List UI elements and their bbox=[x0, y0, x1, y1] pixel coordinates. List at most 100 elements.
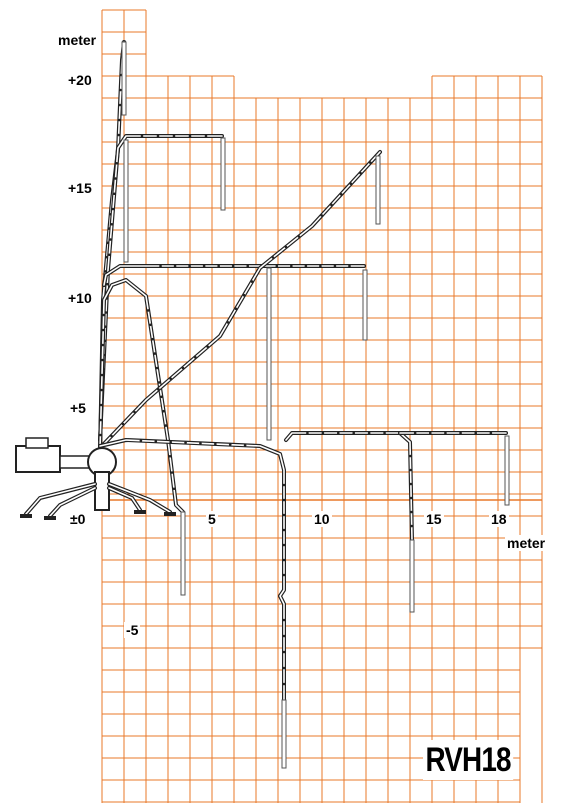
end-hose-low-left bbox=[180, 511, 186, 596]
boom-clamp bbox=[282, 543, 286, 547]
boom-clamp bbox=[99, 433, 102, 437]
boom-clamp bbox=[164, 424, 168, 427]
boom-clamp bbox=[99, 418, 103, 422]
model-name: RVH18 bbox=[423, 740, 514, 780]
boom-clamp bbox=[383, 431, 386, 435]
boom-clamp bbox=[140, 134, 144, 138]
boom-clamp bbox=[352, 431, 356, 435]
boom-clamp bbox=[181, 366, 185, 370]
boom-clamp bbox=[162, 409, 165, 413]
boom-clamp bbox=[118, 118, 121, 122]
boom-clamp bbox=[188, 264, 191, 268]
outrigger-foot bbox=[134, 510, 146, 514]
boom-clamp bbox=[282, 498, 286, 502]
boom-clamp bbox=[413, 431, 417, 435]
boom-clamp bbox=[282, 650, 286, 654]
boom-clamp bbox=[282, 528, 286, 532]
boom-clamp bbox=[226, 321, 230, 324]
boom-clamp bbox=[349, 182, 353, 186]
boom-clamp bbox=[106, 282, 109, 286]
x-unit-label: meter bbox=[505, 535, 548, 551]
boom-clamp bbox=[102, 313, 105, 317]
boom-clamp bbox=[474, 431, 478, 435]
boom-clamp bbox=[336, 431, 340, 435]
boom-clamp bbox=[282, 682, 286, 686]
boom-clamp bbox=[184, 441, 187, 444]
x-tick-label-5: 5 bbox=[206, 511, 218, 527]
reach-grid bbox=[101, 9, 543, 803]
boom-low-horizontal bbox=[284, 431, 414, 542]
x-tick-label-10: 10 bbox=[312, 511, 332, 527]
boom-clamp bbox=[428, 431, 432, 435]
boom-clamp bbox=[119, 88, 122, 92]
boom-clamp bbox=[101, 358, 104, 362]
boom-clamp bbox=[330, 203, 333, 207]
boom-clamp bbox=[117, 133, 120, 137]
end-hose-low-right bbox=[409, 539, 415, 613]
boom-clamp bbox=[275, 264, 279, 268]
boom-clamp bbox=[271, 256, 275, 259]
boom-clamp bbox=[172, 134, 176, 138]
boom-clamp bbox=[157, 381, 161, 384]
boom-clamp bbox=[115, 161, 119, 165]
boom-diagonal-inner bbox=[99, 151, 381, 449]
boom-clamp bbox=[284, 245, 288, 249]
end-hose-mid bbox=[362, 269, 368, 341]
boom-clamp bbox=[306, 431, 309, 435]
boom-mid-folded-inner bbox=[99, 279, 184, 513]
boom-clamp bbox=[339, 192, 343, 196]
hose-mid-drop bbox=[266, 267, 272, 441]
outrigger-foot bbox=[44, 516, 56, 520]
boom-clamp bbox=[157, 388, 160, 391]
boom-clamp bbox=[206, 345, 209, 348]
hydraulic-unit bbox=[15, 445, 61, 473]
boom-clamp bbox=[319, 264, 322, 268]
boom-clamp bbox=[159, 264, 162, 268]
pedestal-column bbox=[94, 471, 110, 511]
y-tick-label-0: ±0 bbox=[68, 511, 88, 527]
boom-clamp bbox=[101, 328, 105, 332]
boom-clamp bbox=[151, 337, 154, 341]
boom-clamp bbox=[320, 214, 324, 217]
boom-clamp bbox=[367, 431, 371, 435]
boom-clamp bbox=[459, 431, 462, 435]
boom-clamp bbox=[409, 496, 413, 500]
boom-clamp bbox=[100, 388, 103, 392]
hose-high-inner bbox=[123, 139, 129, 263]
outrigger-leg-inner bbox=[49, 487, 96, 517]
boom-clamp bbox=[101, 343, 105, 347]
boom-clamp bbox=[282, 634, 286, 638]
y-tick-label-minus5: -5 bbox=[124, 622, 141, 638]
y-tick-label-10: +10 bbox=[66, 290, 94, 306]
boom-clamp bbox=[282, 483, 286, 487]
boom-clamp bbox=[172, 487, 176, 491]
y-tick-label-5: +5 bbox=[68, 400, 88, 416]
x-tick-label-15: 15 bbox=[424, 511, 444, 527]
y-tick-label-20: +20 bbox=[66, 72, 94, 88]
boom-low-horizontal-inner bbox=[285, 432, 413, 541]
y-tick-label-15: +15 bbox=[66, 180, 94, 196]
boom-clamp bbox=[153, 352, 157, 355]
hydraulic-motor bbox=[25, 437, 49, 449]
boom-clamp bbox=[282, 573, 286, 577]
boom-clamp bbox=[109, 238, 112, 241]
boom-clamp bbox=[121, 422, 125, 426]
outrigger-leg bbox=[24, 482, 97, 516]
boom-clamp bbox=[169, 377, 172, 380]
boom-clamp bbox=[202, 264, 206, 268]
boom-clamp bbox=[408, 454, 412, 458]
boom-clamp bbox=[204, 134, 208, 138]
x-tick-label-18: 18 bbox=[489, 511, 509, 527]
boom-clamp bbox=[368, 161, 372, 164]
boom-clamp bbox=[489, 431, 493, 435]
boom-clamp bbox=[155, 366, 159, 370]
boom-clamp bbox=[149, 323, 152, 327]
boom-clamp bbox=[170, 471, 174, 474]
boom-clamp bbox=[409, 468, 412, 472]
end-hose-far-right bbox=[504, 435, 510, 506]
boom-clamp bbox=[333, 264, 337, 268]
boom-clamp bbox=[242, 293, 246, 297]
boom-clamp bbox=[146, 309, 150, 312]
end-hose-high bbox=[220, 137, 226, 211]
